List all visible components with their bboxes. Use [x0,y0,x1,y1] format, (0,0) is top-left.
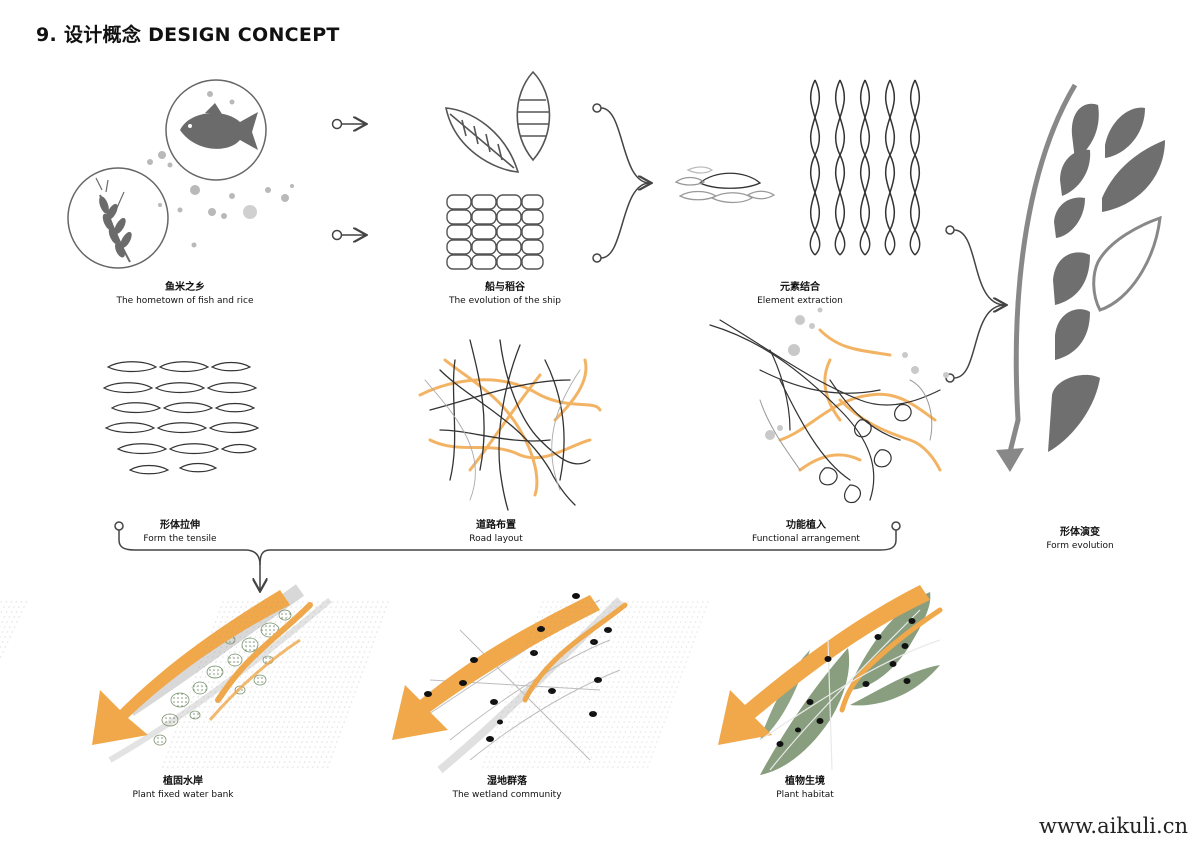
fish-rice-illustration [67,79,294,269]
eye-shapes [674,166,776,204]
caption-element: 元素结合 Element extraction [720,281,880,308]
caption-wetland-en: The wetland community [452,790,562,800]
caption-habitat-zh: 植物生境 [785,776,825,787]
wave-lattice [809,79,921,256]
caption-element-en: Element extraction [757,296,843,306]
caption-wetland-zh: 湿地群落 [487,776,527,787]
caption-road-zh: 道路布置 [476,520,516,531]
caption-fish-rice: 鱼米之乡 The hometown of fish and rice [100,281,270,308]
caption-road-en: Road layout [469,534,523,544]
caption-road: 道路布置 Road layout [416,519,576,546]
plant-habitat-diagram [479,585,943,775]
caption-bank-en: Plant fixed water bank [132,790,234,800]
caption-ship: 船与稻谷 The evolution of the ship [420,281,590,308]
caption-element-zh: 元素结合 [780,282,820,293]
caption-evolution-en: Form evolution [1046,541,1114,551]
page-title: 9. 设计概念 DESIGN CONCEPT [36,24,340,46]
road-layout-sketch [418,339,602,511]
caption-bank-zh: 植固水岸 [163,776,203,787]
caption-evolution-zh: 形体演变 [1060,527,1100,538]
caption-ship-zh: 船与稻谷 [485,282,525,293]
caption-fish-rice-en: The hometown of fish and rice [116,296,254,306]
caption-fish-rice-zh: 鱼米之乡 [165,282,205,293]
caption-ship-en: The evolution of the ship [448,296,562,306]
wheat-icon [95,177,132,263]
caption-habitat: 植物生境 Plant habitat [725,775,885,802]
arrow-icon [331,120,366,240]
caption-evolution: 形体演变 Form evolution [1010,526,1150,553]
fish-icon [180,103,258,150]
caption-habitat-en: Plant habitat [776,790,834,800]
caption-function-zh: 功能植入 [786,520,826,531]
caption-function-en: Functional arrangement [752,534,860,544]
tensile-eyes [102,361,260,475]
caption-wetland: 湿地群落 The wetland community [427,775,587,802]
caption-tensile-zh: 形体拉伸 [160,520,200,531]
caption-bank: 植固水岸 Plant fixed water bank [103,775,263,802]
ship-grain-illustration [444,70,551,270]
caption-tensile: 形体拉伸 Form the tensile [100,519,260,546]
functional-arrangement-sketch [709,307,949,504]
caption-function: 功能植入 Functional arrangement [726,519,886,546]
arrow-icon [592,103,650,263]
arrow-icon [114,521,901,590]
watermark: www.aikuli.cn [1039,814,1188,838]
caption-tensile-en: Form the tensile [143,534,217,544]
arrow-icon [945,225,1005,383]
form-evolution-wheat [996,83,1165,472]
